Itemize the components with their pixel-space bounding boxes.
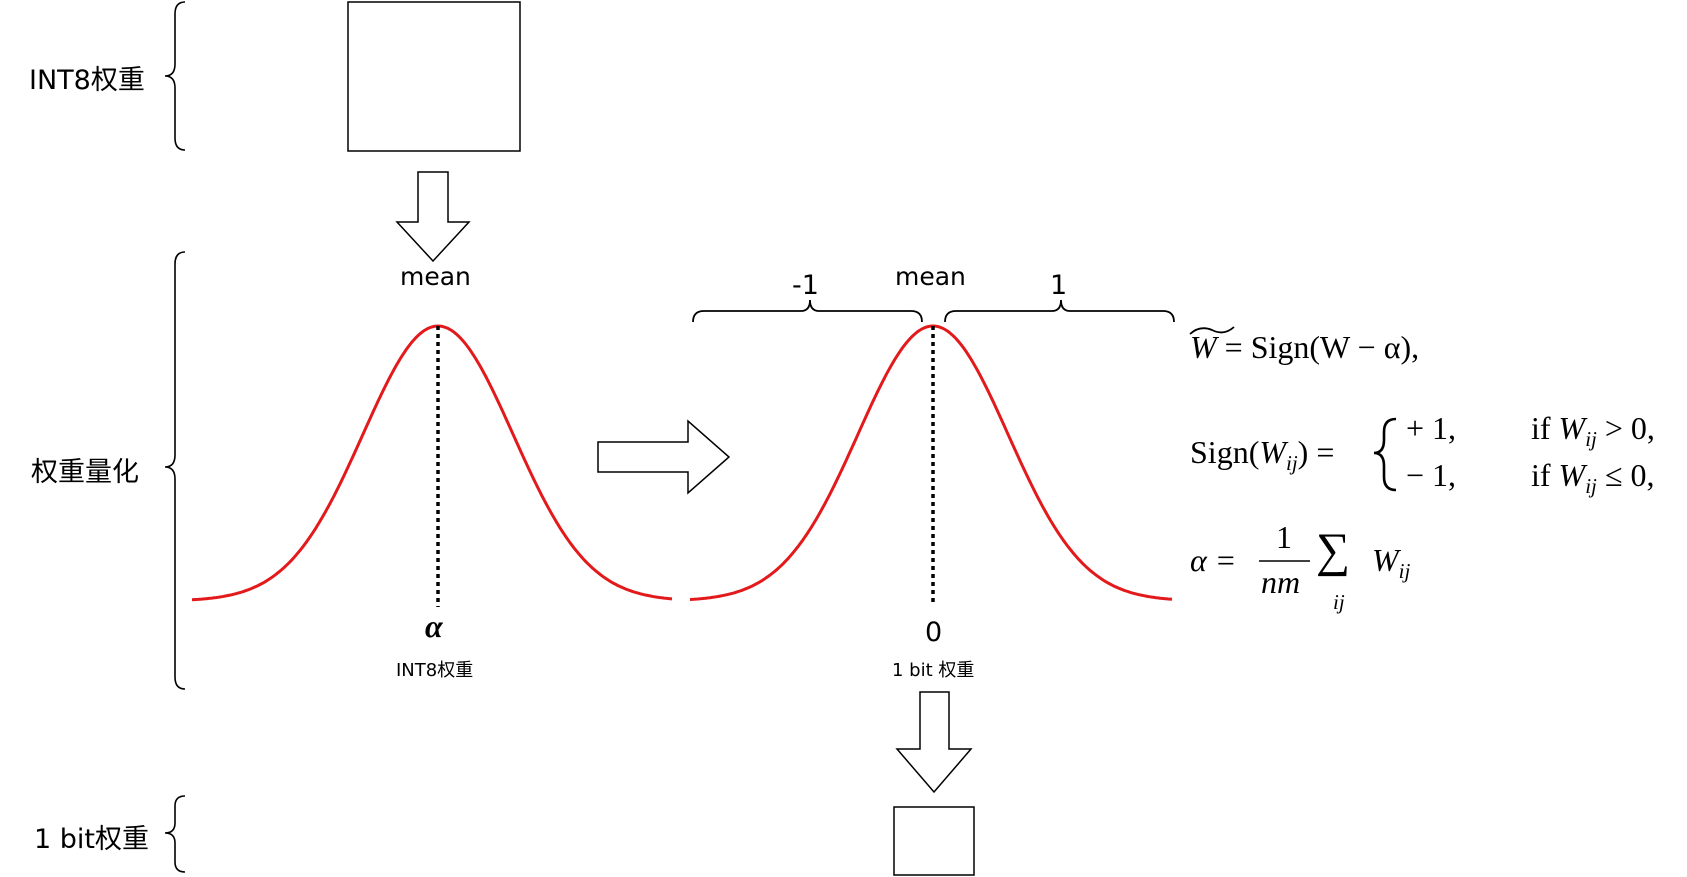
row-label-quantization: 权重量化	[31, 457, 139, 488]
right-caption: 1 bit 权重	[892, 660, 975, 681]
sign-fn: Sign(	[1190, 434, 1260, 470]
alpha-lhs: α =	[1190, 542, 1237, 578]
right-arrow	[597, 419, 731, 495]
row-label-int8: INT8权重	[29, 65, 145, 96]
right-mean-label: mean	[895, 262, 966, 291]
brace-1bit	[164, 795, 186, 873]
down-arrow-top	[395, 171, 471, 263]
brace-quantization	[164, 251, 186, 690]
left-caption: INT8权重	[396, 660, 474, 681]
left-mean-label: mean	[400, 262, 471, 291]
zero-label: 0	[925, 617, 943, 648]
case1-rel: > 0,	[1604, 410, 1655, 446]
brace-negative-region	[692, 299, 923, 323]
brace-int8	[164, 1, 186, 151]
case1-var: W	[1558, 410, 1586, 446]
w-tilde-mark	[1189, 326, 1235, 335]
case2-if: if	[1531, 457, 1551, 493]
1bit-distribution-curve	[689, 324, 1173, 602]
1bit-weight-block	[893, 806, 975, 876]
sign-case-1-cond: if Wij > 0,	[1531, 410, 1655, 452]
int8-weight-block	[347, 1, 521, 152]
case2-sub: ij	[1585, 474, 1597, 498]
case1-sub: ij	[1585, 427, 1597, 451]
alpha-symbol: α	[425, 608, 443, 644]
positive-region-label: 1	[1050, 270, 1068, 301]
sign-sub: ij	[1286, 451, 1298, 475]
sign-var: W	[1259, 434, 1286, 470]
sign-case-2-value: − 1,	[1406, 457, 1457, 493]
sum-term: Wij	[1372, 542, 1410, 584]
sign-case-2-cond: if Wij ≤ 0,	[1531, 457, 1654, 499]
sum-term-var: W	[1372, 542, 1399, 578]
formula-sign-lhs: Sign(Wij) =	[1190, 434, 1334, 476]
sum-index: ij	[1333, 590, 1345, 614]
w-tilde-var: W	[1190, 329, 1217, 365]
case2-rel: ≤ 0,	[1604, 457, 1655, 493]
row-label-1bit: 1 bit权重	[34, 824, 149, 855]
sign-cases-brace	[1373, 417, 1397, 492]
w-tilde-rhs: = Sign(W − α),	[1224, 329, 1420, 365]
alpha-denominator: nm	[1261, 564, 1301, 600]
sign-close: ) =	[1297, 434, 1335, 470]
case2-var: W	[1558, 457, 1586, 493]
sum-term-sub: ij	[1398, 559, 1411, 583]
down-arrow-bottom	[895, 691, 973, 794]
sign-case-1-value: + 1,	[1406, 410, 1457, 446]
case1-if: if	[1531, 410, 1551, 446]
sum-symbol: ∑	[1316, 524, 1351, 577]
alpha-numerator: 1	[1276, 519, 1292, 555]
int8-distribution-curve	[191, 324, 673, 602]
formula-w-tilde: W = Sign(W − α),	[1190, 329, 1419, 366]
negative-region-label: -1	[792, 270, 819, 301]
brace-positive-region	[944, 299, 1175, 323]
